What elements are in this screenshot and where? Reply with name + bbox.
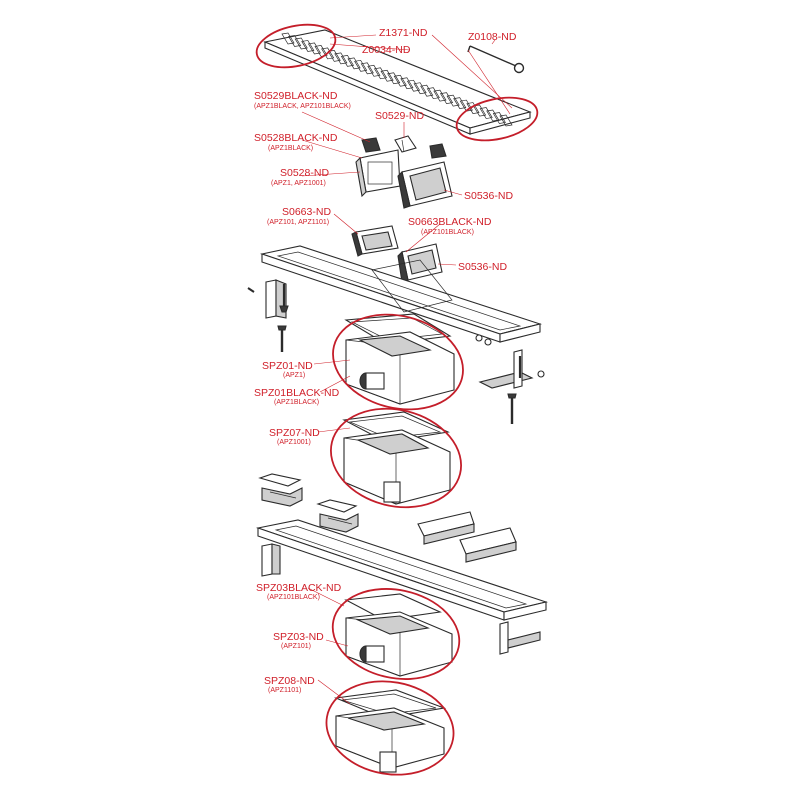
- label-s0663black-sub: (APZ101BLACK): [421, 229, 474, 236]
- label-spz03black-sub: (APZ101BLACK): [267, 594, 320, 601]
- mounting-bracket-left-1: [247, 279, 289, 319]
- anchor-bolt-right-1: [475, 334, 545, 424]
- siphon-body-spz03: [344, 593, 453, 677]
- grate-z1371: [263, 29, 532, 135]
- label-s0529black: S0529BLACK-ND: [254, 90, 338, 102]
- label-z0034: Z0034-ND: [362, 44, 411, 56]
- grate-slot: [499, 114, 513, 127]
- label-spz01: SPZ01-ND: [262, 360, 313, 372]
- grate-slot: [492, 112, 506, 124]
- label-z0108: Z0108-ND: [468, 31, 517, 43]
- grate-slot: [340, 54, 355, 67]
- label-s0528black: S0528BLACK-ND: [254, 132, 338, 144]
- label-spz03: SPZ03-ND: [273, 631, 324, 643]
- grate-slot: [479, 107, 493, 119]
- grate-slot: [314, 45, 328, 57]
- label-spz01black-sub: (APZ1BLACK): [274, 399, 319, 406]
- label-spz01black: SPZ01BLACK-ND: [254, 387, 340, 399]
- ring-spz07: [330, 407, 462, 509]
- label-s0663black: S0663BLACK-ND: [408, 216, 492, 228]
- label-spz07: SPZ07-ND: [269, 427, 320, 439]
- mounting-bracket-right-1: [478, 349, 534, 389]
- fixing-clip-1: [258, 473, 303, 507]
- highlight-rings: [255, 23, 539, 776]
- grate-slot: [433, 89, 447, 102]
- fixing-clip-3: [417, 511, 475, 545]
- label-spz03-sub: (APZ101): [281, 643, 311, 650]
- grate-slot: [307, 42, 321, 55]
- grate-slot: [288, 35, 302, 47]
- label-s0663-sub: (APZ101, APZ1101): [267, 219, 329, 226]
- label-s0528-sub: (APZ1, APZ1001): [271, 180, 326, 187]
- label-spz03black: SPZ03BLACK-ND: [256, 582, 342, 594]
- part-labels: Z1371-ND Z0108-ND Z0034-ND S0529BLACK-ND…: [254, 27, 517, 694]
- ring-spz08: [325, 680, 455, 776]
- ring-spz01: [332, 313, 464, 411]
- mounting-bracket-left-2: [261, 543, 281, 577]
- grate-slot: [420, 84, 434, 97]
- grate-slot: [466, 102, 480, 114]
- grate-slot: [380, 69, 394, 82]
- grate-slot: [347, 57, 361, 70]
- grate-slot: [439, 92, 454, 105]
- label-z1371: Z1371-ND: [379, 27, 428, 39]
- mounting-bracket-right-2: [499, 621, 541, 655]
- grate-slot: [367, 64, 381, 77]
- label-spz01-sub: (APZ1): [283, 372, 305, 379]
- fixing-clip-4: [459, 527, 517, 563]
- drain-channel-2: [255, 519, 549, 621]
- clip-s0529-black: [361, 137, 447, 159]
- label-s0536-a: S0536-ND: [464, 190, 513, 202]
- siphon-insert-s0528: [355, 149, 401, 198]
- leader-lines: [301, 34, 513, 705]
- siphon-body-spz01: [344, 313, 455, 405]
- label-s0529black-sub: (APZ1BLACK, APZ101BLACK): [254, 103, 351, 110]
- grate-slot: [393, 74, 407, 87]
- grate-slot: [486, 109, 500, 122]
- ring-grate-right: [455, 96, 539, 142]
- fixing-clip-2: [316, 499, 359, 533]
- anchor-bolt-left-1: [277, 325, 287, 352]
- label-s0528: S0528-ND: [280, 167, 329, 179]
- grate-slot: [281, 32, 295, 45]
- grate-slot: [413, 82, 427, 95]
- grate-slot: [426, 87, 440, 100]
- label-s0663: S0663-ND: [282, 206, 331, 218]
- grate-slot: [473, 104, 487, 117]
- grate-slot: [327, 50, 341, 62]
- label-spz08-sub: (APZ1101): [268, 687, 301, 694]
- grate-slots: [281, 32, 513, 127]
- ring-spz03: [331, 588, 461, 680]
- label-spz07-sub: (APZ1001): [277, 439, 311, 446]
- grate-slot: [406, 79, 421, 92]
- siphon-insert-s0663: [351, 225, 399, 257]
- clip-s0529: [394, 135, 417, 153]
- grate-slot: [400, 77, 414, 90]
- grate-slot: [373, 67, 388, 80]
- grate-slot: [446, 94, 460, 107]
- grate-slot: [301, 40, 315, 52]
- label-s0536-b: S0536-ND: [458, 261, 507, 273]
- grate-slot: [387, 72, 401, 85]
- grate-slot: [360, 62, 374, 75]
- label-s0528black-sub: (APZ1BLACK): [268, 145, 313, 152]
- drain-channel-1: [259, 245, 542, 343]
- label-spz08: SPZ08-ND: [264, 675, 315, 687]
- siphon-body-spz07: [342, 411, 451, 505]
- siphon-insert-s0536-a: [397, 161, 453, 209]
- grate-slot: [294, 37, 308, 50]
- siphon-body-spz08: [333, 689, 447, 773]
- grate-slot: [334, 52, 348, 65]
- grate-slot: [459, 99, 473, 112]
- label-s0529: S0529-ND: [375, 110, 424, 122]
- grate-slot: [354, 59, 368, 72]
- grate-slot: [453, 97, 467, 109]
- key-z0108: [467, 45, 525, 74]
